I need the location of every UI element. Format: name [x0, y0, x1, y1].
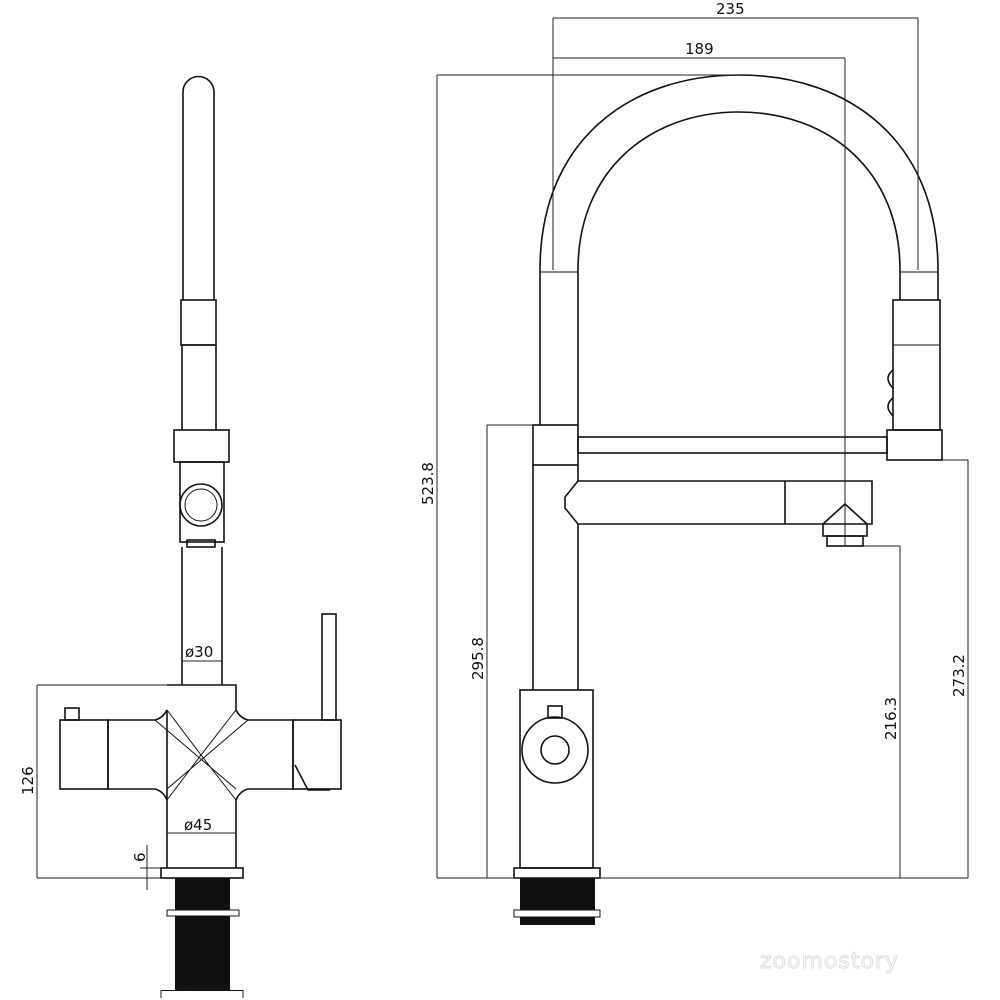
body-collar — [532, 424, 579, 466]
thread — [520, 878, 595, 925]
side-view: ø30 ø45 126 6 ø53 — [19, 75, 342, 998]
dim-plate-thickness: 6 — [131, 852, 149, 862]
dim-thread-diameter: ø53 — [184, 974, 212, 992]
dim-head-height: 273.2 — [950, 654, 968, 697]
left-handle — [59, 719, 109, 790]
base-plate — [513, 867, 601, 879]
lever-body — [292, 719, 342, 790]
dim-spout-reach: 189 — [685, 40, 714, 58]
dim-body-diameter: ø45 — [184, 816, 212, 834]
lever — [321, 613, 337, 721]
dim-cross-height: 126 — [19, 766, 37, 795]
arc-spout — [539, 74, 939, 425]
dim-height-total: 523.8 — [419, 462, 437, 505]
front-view: 235 189 523.8 295.8 216.3 273.2 — [419, 0, 969, 925]
dim-body-height: 295.8 — [469, 637, 487, 680]
watermark: zoomostory — [760, 949, 899, 974]
bridge-bar — [577, 436, 888, 454]
dim-stem-diameter: ø30 — [185, 643, 213, 661]
thread — [175, 878, 230, 990]
dim-width-total: 235 — [716, 0, 745, 18]
mixer-knob — [521, 716, 589, 784]
dim-spout-clearance: 216.3 — [882, 697, 900, 740]
button-icon — [179, 483, 223, 527]
fixed-spout — [564, 480, 873, 690]
sleeve — [180, 299, 217, 346]
spray-head — [892, 299, 941, 431]
head — [179, 461, 225, 543]
cross-body — [107, 684, 294, 868]
head-dock — [886, 429, 943, 461]
base-plate — [160, 867, 244, 879]
spout-top — [182, 75, 215, 300]
collar — [173, 429, 230, 463]
